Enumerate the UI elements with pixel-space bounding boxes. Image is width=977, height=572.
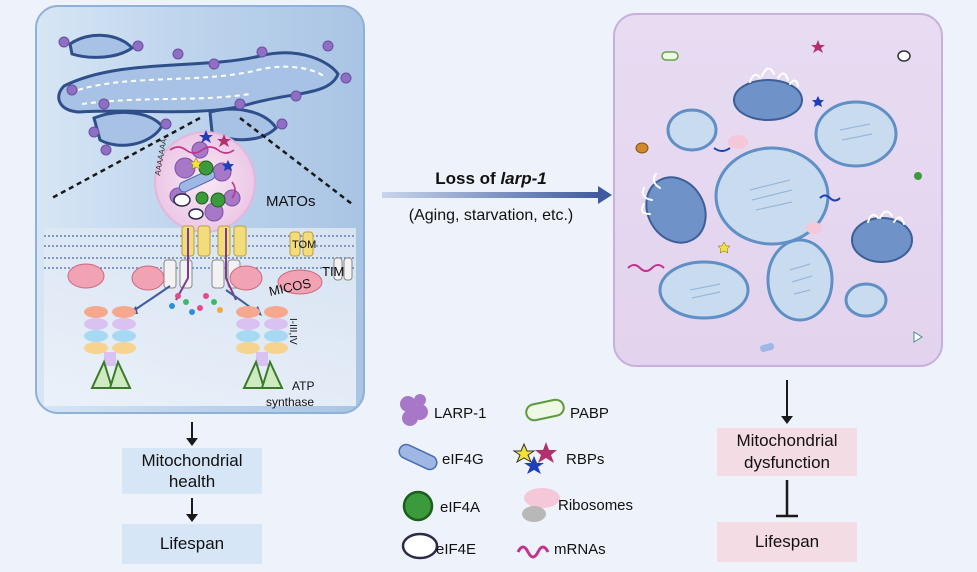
legend-pabp-icon (525, 398, 565, 422)
mitochondrial-network (57, 33, 352, 156)
conditions-label: (Aging, starvation, etc.) (409, 207, 574, 224)
health-line2: health (168, 472, 216, 491)
legend-mrnas-label: mRNAs (554, 541, 606, 558)
mitochondrial-dysfunction-box: Mitochondrial dysfunction (717, 428, 857, 476)
tom-label: TOM (292, 239, 316, 251)
lifespan-right-label: Lifespan (754, 532, 820, 551)
legend-mrnas-icon (516, 545, 550, 559)
legend-rbps-label: RBPs (566, 451, 604, 468)
lifespan-box-left: Lifespan (122, 524, 262, 564)
legend-rbps-icon (512, 442, 557, 474)
scattered-molecules (627, 40, 923, 353)
loss-label: Loss of larp-1 (435, 169, 546, 188)
dysfunction-line1: Mitochondrial (736, 431, 838, 450)
legend-eif4a-label: eIF4A (440, 499, 480, 516)
legend-larp1-label: LARP-1 (434, 405, 487, 422)
legend-ribosomes-label: Ribosomes (558, 497, 633, 514)
legend-larp1-icon (400, 394, 428, 426)
mitochondrial-health-box: Mitochondrial health (122, 448, 262, 494)
dysfunction-line2: dysfunction (744, 453, 830, 472)
legend-eif4e-icon (401, 532, 439, 560)
legend-eif4a-icon (402, 490, 434, 522)
atp-label-line1: ATP (292, 379, 314, 393)
legend-ribosomes-icon (522, 488, 560, 522)
atp-label-line2: synthase (266, 395, 314, 409)
matos-label: MATOs (266, 193, 315, 210)
loss-gene: larp-1 (500, 169, 546, 188)
lifespan-left-label: Lifespan (159, 534, 225, 553)
legend-eif4e-label: eIF4E (436, 541, 476, 558)
loss-prefix: Loss of (435, 169, 500, 188)
atp-synthase-right (236, 306, 288, 389)
mito-cristae (689, 123, 873, 299)
right-outcome-arrows (776, 380, 798, 518)
health-line1: Mitochondrial (141, 451, 243, 470)
legend-eif4g-label: eIF4G (442, 451, 484, 468)
legend-pabp-label: PABP (570, 405, 609, 422)
legend-eif4g-icon (398, 443, 438, 471)
mato-granule: AAAAAAA (153, 130, 256, 233)
rbp-stars-mato (189, 130, 234, 171)
complex-label: I-III,IV (287, 318, 298, 345)
lifespan-box-right: Lifespan (717, 522, 857, 562)
loss-arrow (382, 186, 612, 204)
left-outcome-arrows (186, 422, 198, 522)
atp-synthase-left (84, 306, 136, 389)
damaged-mitochondria (641, 67, 913, 263)
zoom-lines (51, 116, 353, 205)
tim-label: TIM (322, 264, 344, 279)
legend: LARP-1 PABP eIF4G RBPs eIF4A Ribosomes e… (398, 394, 633, 560)
micos-complex (67, 263, 323, 295)
